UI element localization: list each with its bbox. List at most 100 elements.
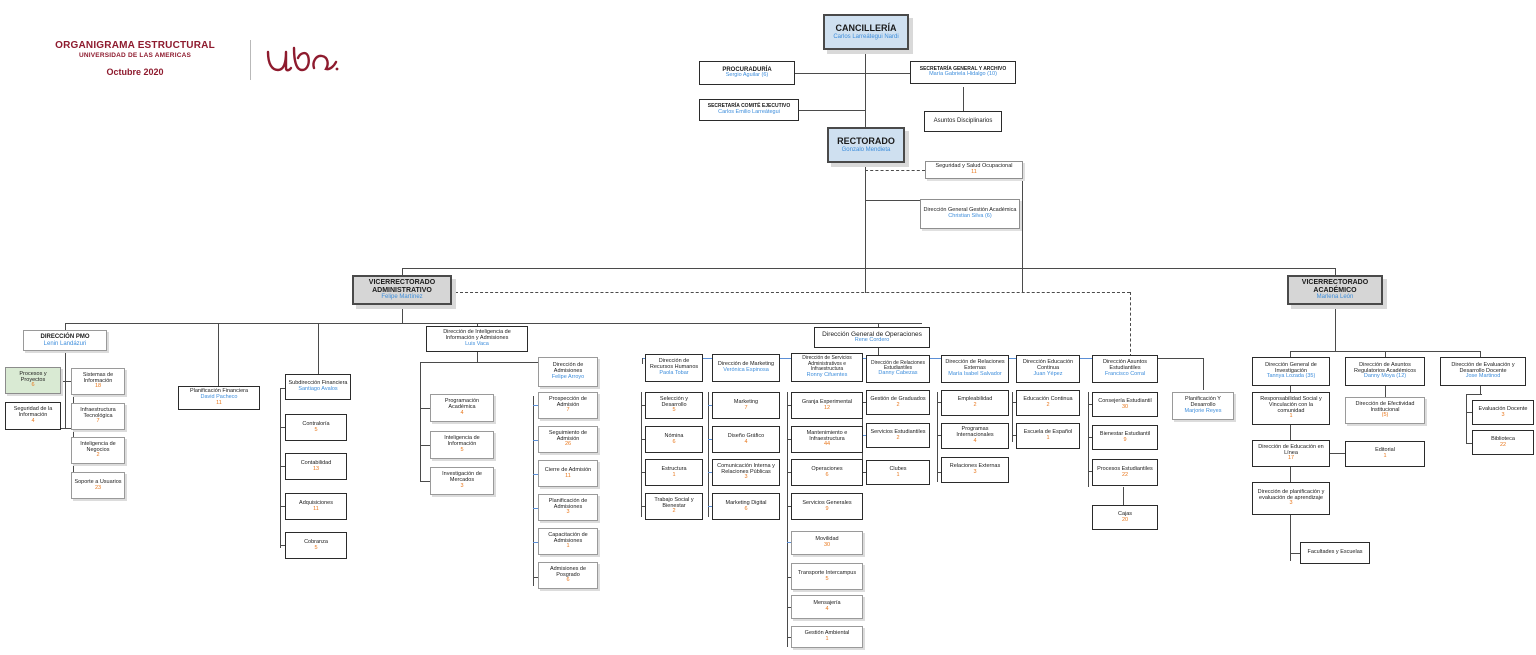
node-planificacion-y-desarrollo[interactable]: Planificación Y Desarrollo Marjorie Reye… <box>1172 392 1234 420</box>
node-procesos-y-proyectos[interactable]: Procesos y Proyectos 6 <box>5 367 61 394</box>
node-gestion-de-graduados[interactable]: Gestión de Graduados 2 <box>866 390 930 415</box>
node-title: Evaluación Docente <box>1478 405 1528 412</box>
node-direccion-general-gestion-academica[interactable]: Dirección General Gestión Académica Chri… <box>920 199 1020 229</box>
connector <box>641 392 642 517</box>
node-direccion-inteligencia-informacion-admisiones[interactable]: Dirección de Inteligencia de Información… <box>426 326 528 352</box>
node-transporte-intercampus[interactable]: Transporte Intercampus 5 <box>791 563 863 590</box>
node-direccion-relaciones-estudiantiles[interactable]: Dirección de Relaciones Estudiantiles Da… <box>866 355 930 383</box>
node-responsabilidad-social-vinculacion[interactable]: Responsabilidad Social y Vinculación con… <box>1252 392 1330 425</box>
node-marketing[interactable]: Marketing 7 <box>712 392 780 419</box>
node-direccion-asuntos-regulatorios-academicos[interactable]: Dirección de Asuntos Regulatorios Académ… <box>1345 357 1425 386</box>
node-educacion-continua[interactable]: Educación Continua 2 <box>1016 390 1080 416</box>
connector <box>1012 392 1013 442</box>
node-mantenimiento-infraestructura[interactable]: Mantenimiento e Infraestructura 44 <box>791 426 863 453</box>
node-title: Servicios Generales <box>802 499 852 506</box>
node-facultades-y-escuelas[interactable]: Facultades y Escuelas <box>1300 542 1370 564</box>
node-biblioteca[interactable]: Biblioteca 22 <box>1472 430 1534 455</box>
node-nomina[interactable]: Nómina 6 <box>645 426 703 453</box>
node-escuela-de-espanol[interactable]: Escuela de Español 1 <box>1016 423 1080 449</box>
node-contraloria[interactable]: Contraloría 5 <box>285 414 347 441</box>
node-seleccion-y-desarrollo[interactable]: Selección y Desarrollo 5 <box>645 392 703 419</box>
node-trabajo-social-bienestar[interactable]: Trabajo Social y Bienestar 2 <box>645 493 703 520</box>
node-count: 2 <box>96 452 100 459</box>
node-mensajeria[interactable]: Mensajería 4 <box>791 595 863 619</box>
node-bienestar-estudiantil[interactable]: Bienestar Estudiantil 9 <box>1092 425 1158 450</box>
node-editorial[interactable]: Editorial 1 <box>1345 441 1425 467</box>
node-relaciones-externas[interactable]: Relaciones Externas 3 <box>941 457 1009 483</box>
node-operaciones[interactable]: Operaciones 6 <box>791 459 863 486</box>
node-soporte-a-usuarios[interactable]: Soporte a Usuarios 23 <box>71 472 125 499</box>
node-prospeccion-de-admision[interactable]: Prospección de Admisión 7 <box>538 392 598 419</box>
node-title: Dirección de Educación en Línea <box>1258 443 1324 456</box>
node-vicerrectorado-administrativo[interactable]: VICERRECTORADO ADMINISTRATIVO Felipe Mar… <box>352 275 452 305</box>
node-planificacion-financiera[interactable]: Planificación Financiera David Pacheco 1… <box>178 386 260 410</box>
node-investigacion-de-mercados[interactable]: Investigación de Mercados 3 <box>430 467 494 495</box>
node-direccion-general-operaciones[interactable]: Dirección General de Operaciones Rene Co… <box>814 327 930 348</box>
node-vicerrectorado-academico[interactable]: VICERRECTORADO ACADÉMICO Marlena León <box>1287 275 1383 305</box>
node-seguimiento-de-admision[interactable]: Seguimiento de Admisión 26 <box>538 426 598 453</box>
node-comunicacion-interna-rrpp[interactable]: Comunicación Interna y Relaciones Públic… <box>712 459 780 486</box>
node-direccion-relaciones-externas[interactable]: Dirección de Relaciones Externas María I… <box>941 355 1009 383</box>
node-subdireccion-financiera[interactable]: Subdirección Financiera Santiago Avalos <box>285 374 351 400</box>
node-clubes[interactable]: Clubes 1 <box>866 460 930 485</box>
node-contabilidad[interactable]: Contabilidad 13 <box>285 453 347 480</box>
node-direccion-efectividad-institucional[interactable]: Dirección de Efectividad Institucional (… <box>1345 397 1425 424</box>
node-cierre-de-admision[interactable]: Cierre de Admisión 11 <box>538 460 598 487</box>
node-cancilleria[interactable]: CANCILLERÍA Carlos Larreátegui Nardi <box>823 14 909 50</box>
node-infraestructura-tecnologica[interactable]: Infraestructura Tecnológica 7 <box>71 403 125 430</box>
node-granja-experimental[interactable]: Granja Experimental 12 <box>791 392 863 419</box>
node-direccion-de-admisiones[interactable]: Dirección de Admisiones Felipe Arroyo <box>538 357 598 387</box>
node-procuraduria[interactable]: PROCURADURÍA Sergio Aguilar (6) <box>699 61 795 85</box>
node-direccion-asuntos-estudiantiles[interactable]: Dirección Asuntos Estudiantiles Francisc… <box>1092 355 1158 383</box>
node-secretaria-general-archivo[interactable]: SECRETARÍA GENERAL Y ARCHIVO María Gabri… <box>910 61 1016 84</box>
node-programas-internacionales[interactable]: Programas Internacionales 4 <box>941 423 1009 449</box>
node-estructura[interactable]: Estructura 1 <box>645 459 703 486</box>
node-inteligencia-de-negocios[interactable]: Inteligencia de Negocios 2 <box>71 437 125 464</box>
node-diseno-grafico[interactable]: Diseño Gráfico 4 <box>712 426 780 453</box>
node-evaluacion-docente[interactable]: Evaluación Docente 3 <box>1472 400 1534 425</box>
node-servicios-estudiantiles[interactable]: Servicios Estudiantiles 2 <box>866 423 930 448</box>
node-seguridad-de-la-informacion[interactable]: Seguridad de la Información 4 <box>5 402 61 430</box>
node-movilidad[interactable]: Movilidad 30 <box>791 531 863 555</box>
node-direccion-pmo[interactable]: DIRECCIÓN PMO Lenin Landázuri <box>23 330 107 351</box>
node-consejeria-estudiantil[interactable]: Consejería Estudiantil 30 <box>1092 392 1158 417</box>
connector <box>708 472 713 473</box>
node-person: Christian Silva (6) <box>948 213 992 219</box>
node-direccion-evaluacion-desarrollo-docente[interactable]: Dirección de Evaluación y Desarrollo Doc… <box>1440 357 1526 386</box>
node-secretaria-comite-ejecutivo[interactable]: SECRETARÍA COMITÉ EJECUTIVO Carlos Emili… <box>699 99 799 121</box>
node-person: Verónica Espinosa <box>723 367 769 373</box>
node-servicios-generales[interactable]: Servicios Generales 9 <box>791 493 863 520</box>
node-person: Danny Moya (12) <box>1363 373 1407 380</box>
node-cajas[interactable]: Cajas 20 <box>1092 505 1158 530</box>
node-direccion-educacion-continua[interactable]: Dirección Educación Continua Juan Yépez <box>1016 355 1080 383</box>
connector <box>402 268 403 276</box>
node-seguridad-salud-ocupacional[interactable]: Seguridad y Salud Ocupacional 11 <box>925 161 1023 179</box>
node-cobranza[interactable]: Cobranza 5 <box>285 532 347 559</box>
connector <box>641 472 646 473</box>
node-title: Transporte Intercampus <box>797 569 857 576</box>
node-direccion-educacion-en-linea[interactable]: Dirección de Educación en Línea 17 <box>1252 440 1330 467</box>
node-count: 2 <box>1046 402 1050 408</box>
node-title: Bienestar Estudiantil <box>1099 430 1151 437</box>
connector <box>708 392 709 517</box>
node-planificacion-de-admisiones[interactable]: Planificación de Admisiones 3 <box>538 494 598 521</box>
node-title: Granja Experimental <box>801 398 853 405</box>
node-direccion-recursos-humanos[interactable]: Dirección de Recursos Humanos Paola Toba… <box>645 354 703 382</box>
node-adquisiciones[interactable]: Adquisiciones 11 <box>285 493 347 520</box>
node-direccion-planificacion-evaluacion-aprendizaje[interactable]: Dirección de planificación y evaluación … <box>1252 482 1330 515</box>
node-marketing-digital[interactable]: Marketing Digital 6 <box>712 493 780 520</box>
node-direccion-general-investigacion[interactable]: Dirección General de Investigación Tanny… <box>1252 357 1330 386</box>
node-asuntos-disciplinarios[interactable]: Asuntos Disciplinarios <box>924 111 1002 132</box>
node-direccion-de-marketing[interactable]: Dirección de Marketing Verónica Espinosa <box>712 354 780 382</box>
node-admisiones-de-posgrado[interactable]: Admisiones de Posgrado 6 <box>538 562 598 589</box>
node-direccion-servicios-administrativos-infraestructura[interactable]: Dirección de Servicios Administrativos e… <box>791 353 863 382</box>
node-procesos-estudiantiles[interactable]: Procesos Estudiantiles 22 <box>1092 459 1158 486</box>
node-capacitacion-de-admisiones[interactable]: Capacitación de Admisiones 1 <box>538 528 598 555</box>
node-rectorado[interactable]: RECTORADO Gonzalo Mendieta <box>827 127 905 163</box>
node-empleabilidad[interactable]: Empleabilidad 2 <box>941 390 1009 416</box>
node-inteligencia-de-informacion[interactable]: Inteligencia de Información 5 <box>430 431 494 459</box>
node-gestion-ambiental[interactable]: Gestión Ambiental 1 <box>791 626 863 648</box>
connector <box>708 439 713 440</box>
node-programacion-academica[interactable]: Programación Académica 4 <box>430 394 494 422</box>
node-sistemas-de-informacion[interactable]: Sistemas de Información 18 <box>71 368 125 395</box>
